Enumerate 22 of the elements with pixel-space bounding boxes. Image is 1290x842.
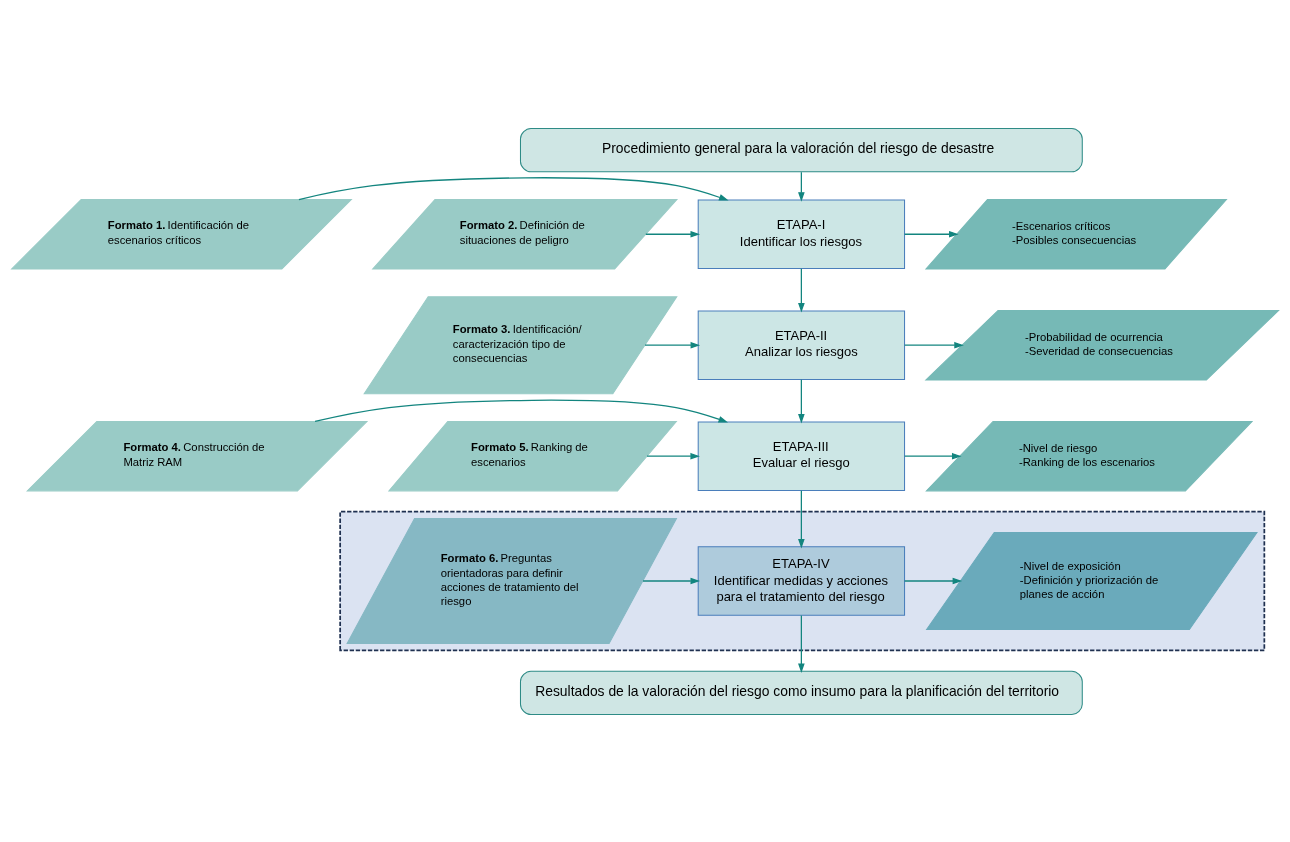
arrow xyxy=(904,341,964,349)
arrow xyxy=(314,399,729,423)
node-box: ETAPA-I Identificar los riesgos xyxy=(697,198,906,269)
node-box: ETAPA-IV Identificar medidas y acciones para el tratamiento del riesgo xyxy=(697,545,906,616)
cluster xyxy=(339,510,1266,651)
arrow xyxy=(903,577,963,584)
arrow xyxy=(642,577,701,584)
node-box: ETAPA-II Analizar los riesgos xyxy=(697,309,906,380)
node-box: ETAPA-III Evaluar el riesgo xyxy=(697,420,906,491)
arrow xyxy=(798,171,805,202)
arrow xyxy=(298,176,729,201)
arrow xyxy=(904,230,959,238)
arrow xyxy=(644,341,701,349)
node-box: Resultados de la valoración del riesgo como insumo para la planificación del territorio xyxy=(519,670,1083,715)
arrow xyxy=(798,614,805,673)
arrow xyxy=(645,230,701,238)
arrow xyxy=(904,452,962,460)
arrow xyxy=(798,267,805,313)
arrow xyxy=(646,452,700,460)
node-box: Procedimiento general para la valoración del riesgo de desastre xyxy=(519,127,1083,172)
arrow xyxy=(798,489,805,548)
arrow xyxy=(798,378,805,424)
